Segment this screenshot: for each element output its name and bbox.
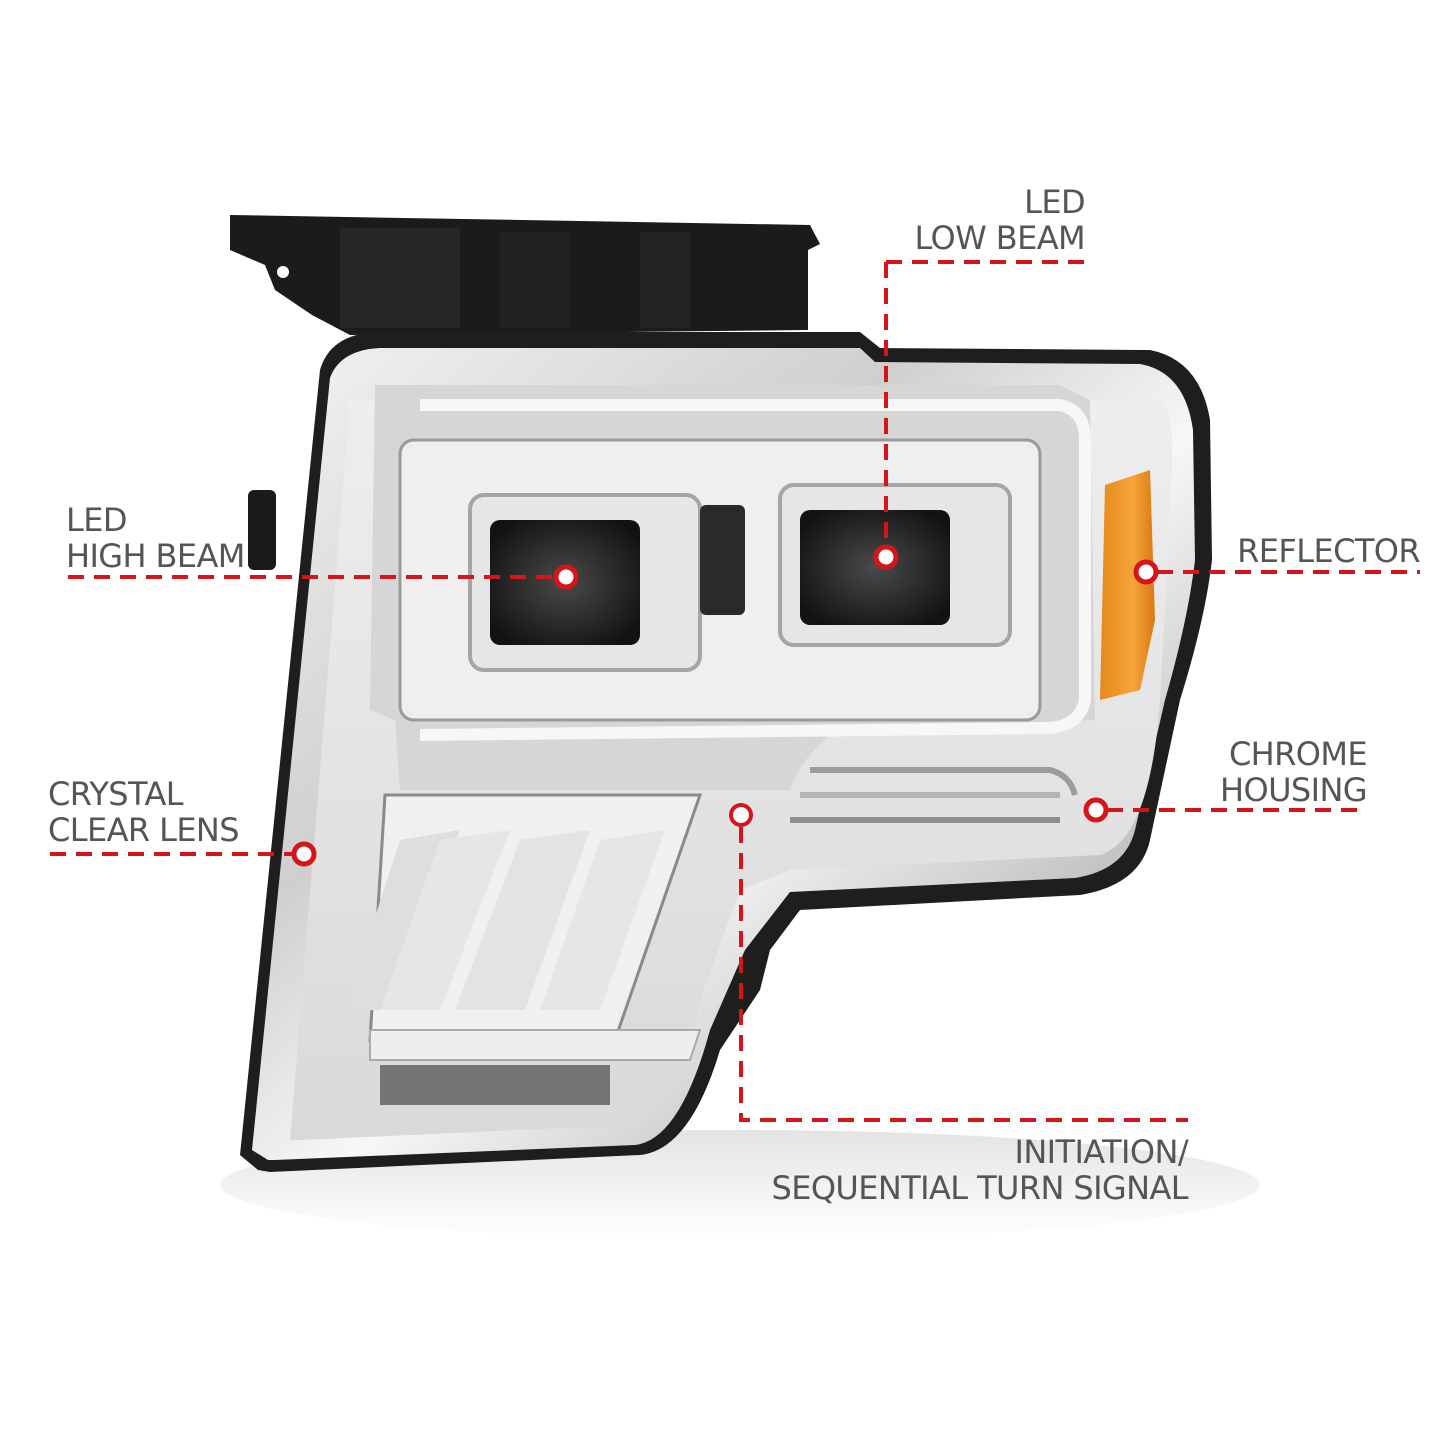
- marker-chrome-housing: [1083, 797, 1109, 823]
- mounting-bracket: [230, 215, 820, 570]
- marker-led-high-beam: [553, 564, 579, 590]
- callout-label-led-low-beam: LED LOW BEAM: [914, 183, 1085, 257]
- callout-label-reflector: REFLECTOR: [1237, 532, 1420, 570]
- marker-crystal-clear-lens: [291, 841, 317, 867]
- amber-reflector: [1100, 470, 1155, 700]
- callout-label-turn-signal: INITIATION/ SEQUENTIAL TURN SIGNAL: [771, 1133, 1189, 1207]
- callout-label-chrome-housing: CHROME HOUSING: [1220, 735, 1368, 809]
- callout-line-turn-signal: [739, 827, 1188, 1122]
- callout-markers: [291, 544, 1159, 867]
- marker-turn-signal: [729, 803, 753, 827]
- projector-bay: [370, 385, 1095, 790]
- turn-signal-section: [345, 767, 1078, 1105]
- marker-led-low-beam: [873, 544, 899, 570]
- marker-reflector: [1133, 559, 1159, 585]
- callout-label-crystal-clear-lens: CRYSTAL CLEAR LENS: [48, 775, 240, 849]
- callout-label-led-high-beam: LED HIGH BEAM: [66, 501, 245, 575]
